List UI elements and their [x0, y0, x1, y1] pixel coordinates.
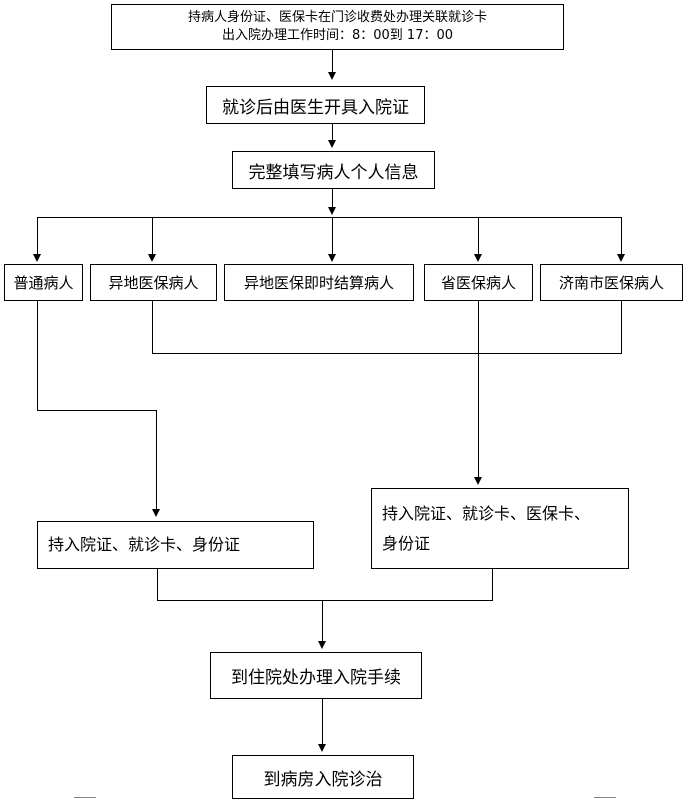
- branch-drop-2: [152, 217, 153, 254]
- merge-drop-jinan: [621, 301, 622, 353]
- category-ordinary-patient: 普通病人: [4, 264, 83, 301]
- right-documents-box: 持入院证、就诊卡、医保卡、 身份证: [371, 488, 629, 569]
- branch-drop-4: [478, 217, 479, 254]
- connector-step3-to-branch: [332, 189, 333, 209]
- ordinary-drop: [37, 301, 38, 410]
- category-ordinary-label: 普通病人: [13, 273, 74, 292]
- category-nonlocal-instant-settlement: 异地医保即时结算病人: [224, 264, 414, 301]
- ordinary-to-left-docs: [156, 410, 157, 509]
- patient-info-label: 完整填写病人个人信息: [248, 162, 419, 183]
- ward-treatment-label: 到病房入院诊治: [263, 769, 383, 790]
- ward-treatment-box: 到病房入院诊治: [232, 755, 414, 799]
- branch-drop-3: [332, 217, 333, 254]
- connector-insurance-to-right-docs: [478, 301, 479, 477]
- arrowhead-right-docs: [474, 477, 482, 485]
- arrowhead-left-docs: [152, 509, 160, 517]
- doctor-admission-box: 就诊后由医生开具入院证: [206, 86, 425, 124]
- right-documents-line2: 身份证: [382, 533, 431, 553]
- left-documents-box: 持入院证、就诊卡、身份证: [37, 521, 314, 569]
- right-docs-drop: [492, 569, 493, 600]
- admission-office-box: 到住院处办理入院手续: [210, 652, 422, 699]
- category-provincial-label: 省医保病人: [440, 273, 516, 292]
- patient-info-box: 完整填写病人个人信息: [232, 151, 435, 189]
- category-nonlocal-instant-label: 异地医保即时结算病人: [243, 273, 394, 292]
- category-provincial-insurance: 省医保病人: [424, 264, 533, 301]
- arrowhead-category-4: [474, 254, 482, 262]
- connector-to-ward: [322, 699, 323, 744]
- insurance-merge-line: [152, 353, 622, 354]
- category-nonlocal-label: 异地医保病人: [108, 273, 199, 292]
- page-corner-mark-left: [74, 797, 96, 798]
- left-documents-label: 持入院证、就诊卡、身份证: [48, 535, 241, 554]
- connector-step2-to-step3: [332, 124, 333, 140]
- admission-office-label: 到住院处办理入院手续: [231, 668, 401, 688]
- arrowhead-step2: [328, 72, 336, 80]
- doctor-admission-label: 就诊后由医生开具入院证: [222, 97, 409, 118]
- docs-merge-line: [157, 600, 493, 601]
- arrowhead-step3: [328, 140, 336, 148]
- branch-drop-1: [37, 217, 38, 254]
- category-nonlocal-insurance: 异地医保病人: [90, 264, 217, 301]
- arrowhead-ward: [318, 744, 326, 752]
- top-instruction-box: 持病人身份证、医保卡在门诊收费处办理关联就诊卡 出入院办理工作时间：8：00到 …: [111, 4, 564, 50]
- branch-drop-5: [621, 217, 622, 254]
- arrowhead-category-1: [33, 254, 41, 262]
- page-corner-mark-right: [594, 797, 616, 798]
- arrowhead-branch: [328, 207, 336, 215]
- right-documents-line1: 持入院证、就诊卡、医保卡、: [382, 503, 591, 523]
- connector-to-admission: [322, 600, 323, 641]
- branch-line: [37, 217, 622, 218]
- category-jinan-label: 济南市医保病人: [558, 273, 664, 292]
- arrowhead-category-3: [328, 254, 336, 262]
- arrowhead-admission: [318, 641, 326, 649]
- arrowhead-category-5: [617, 254, 625, 262]
- arrowhead-category-2: [148, 254, 156, 262]
- ordinary-horizontal: [37, 410, 157, 411]
- top-instruction-line1: 持病人身份证、医保卡在门诊收费处办理关联就诊卡: [187, 10, 487, 25]
- top-instruction-line2: 出入院办理工作时间：8：00到 17：00: [221, 28, 454, 43]
- merge-drop-nonlocal: [152, 301, 153, 353]
- left-docs-drop: [157, 569, 158, 600]
- category-jinan-insurance: 济南市医保病人: [540, 264, 683, 301]
- connector-top-to-step2: [332, 50, 333, 72]
